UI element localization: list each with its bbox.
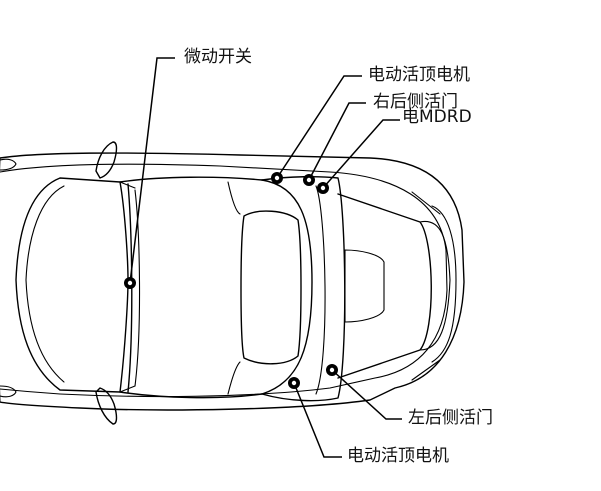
side-mirrors: [0, 141, 118, 425]
marker-right-rear-door: [303, 174, 315, 186]
cabin: [119, 176, 313, 399]
leader-left-rear-door: [331, 369, 402, 420]
label-motor-bottom: 电动活顶电机: [347, 446, 449, 466]
marker-motor-top: [271, 172, 283, 184]
marker-micro-switch: [124, 277, 136, 289]
leader-third-label: [322, 119, 400, 189]
car-body: [0, 152, 465, 411]
marker-third: [317, 182, 329, 194]
leader-lines: [129, 57, 402, 458]
marker-left-rear-door: [326, 364, 338, 376]
leader-motor-bottom: [293, 382, 342, 458]
leader-motor-top: [276, 75, 362, 179]
labels: 微动开关 电动活顶电机 右后侧活门 电MDRD 左后侧活门 电动活顶电机: [184, 47, 493, 466]
label-micro-switch: 微动开关: [184, 47, 252, 67]
leader-micro-switch: [129, 57, 175, 284]
leader-right-rear-door: [308, 102, 366, 181]
label-motor-top: 电动活顶电机: [368, 65, 470, 85]
marker-motor-bottom: [288, 377, 300, 389]
label-left-rear-door: 左后侧活门: [408, 408, 493, 428]
component-markers: [124, 172, 338, 389]
rear-section: [261, 175, 457, 402]
label-overlap-text: 电MDRD: [402, 107, 472, 127]
label-right-rear-door: 右后侧活门: [373, 92, 458, 112]
hood: [15, 177, 136, 393]
